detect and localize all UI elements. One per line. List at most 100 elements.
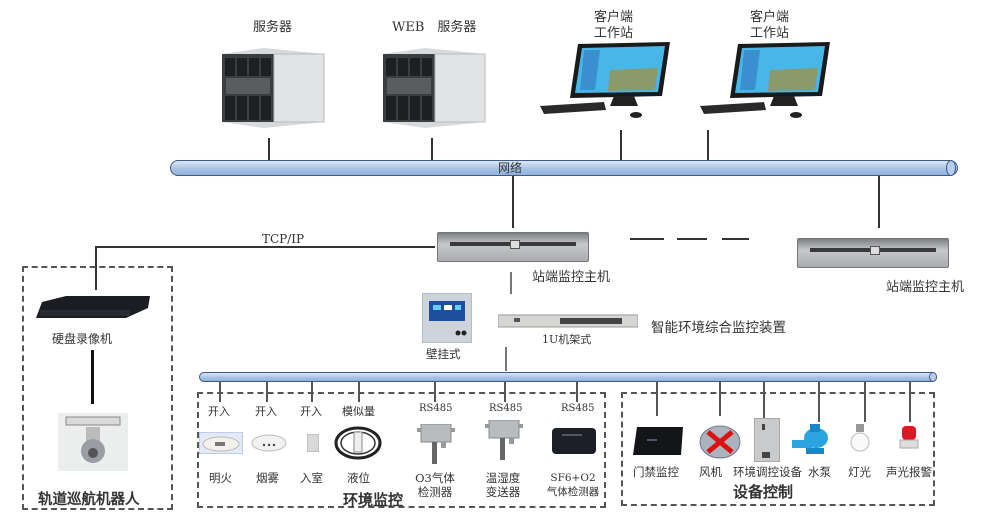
- label-line: 客户端: [594, 10, 634, 25]
- env-group-title: 环境监控: [343, 491, 404, 509]
- env-item-label: 烟雾: [256, 471, 279, 485]
- nvr-icon: [36, 296, 150, 318]
- connector-line: [763, 382, 765, 418]
- network-bus: [170, 160, 958, 176]
- control-item-label: 环境调控设备: [733, 465, 802, 479]
- signal-label: 模似量: [342, 405, 375, 418]
- signal-label: 开入: [255, 405, 277, 418]
- label-line: O3气体: [415, 471, 455, 485]
- workstation-icon: [540, 42, 670, 118]
- dashed-link-segment: [630, 238, 664, 240]
- label-line: 工作站: [750, 26, 790, 41]
- label-line: SF6+O2: [550, 472, 596, 484]
- control-item-label: 风机: [699, 465, 722, 479]
- water-level-sensor-icon: [334, 426, 382, 460]
- hvac-cabinet-icon: [754, 418, 780, 462]
- signal-label: RS485: [561, 403, 595, 414]
- env-item-label: 入室: [300, 471, 323, 485]
- flame-detector-icon: [199, 432, 243, 454]
- connector-line: [719, 382, 721, 416]
- connector-line: [266, 382, 268, 402]
- device-control-box: [621, 392, 935, 506]
- client-workstation-label-1: 客户端 工作站: [594, 10, 633, 42]
- fan-icon: [699, 425, 741, 459]
- label-line: 变送器: [485, 485, 521, 499]
- monitor-device-title: 智能环境综合监控装置: [651, 320, 786, 336]
- signal-label: RS485: [419, 403, 453, 414]
- rail-robot-icon: [58, 413, 128, 471]
- tcp-ip-label: TCP/IP: [262, 232, 305, 246]
- light-bulb-icon: [850, 424, 870, 452]
- dashed-link-segment: [722, 238, 749, 240]
- label-line: 工作站: [594, 26, 634, 41]
- env-item-label: 液位: [347, 471, 370, 485]
- gas-detector-icon: [417, 424, 455, 464]
- label-line: 客户端: [750, 10, 790, 25]
- rack-mount-unit-icon: [498, 314, 638, 328]
- connector-line: [656, 382, 658, 416]
- wall-mount-label: 壁挂式: [426, 347, 461, 361]
- station-host-label-2: 站端监控主机: [886, 280, 965, 295]
- connector-line: [504, 382, 506, 402]
- label-line: 气体检测器: [546, 486, 600, 498]
- env-item-label: SF6+O2 气体检测器: [540, 471, 606, 499]
- tcp-ip-link: [95, 246, 435, 248]
- workstation-icon: [700, 42, 830, 118]
- field-bus-end: [929, 372, 937, 382]
- connector-line: [434, 382, 436, 402]
- connector-line: [620, 130, 622, 162]
- label-line: 检测器: [417, 485, 453, 499]
- robot-group-title: 轨道巡航机器人: [38, 491, 140, 508]
- network-label: 网络: [498, 161, 523, 175]
- station-host-label: 站端监控主机: [532, 270, 611, 285]
- connector-line: [311, 382, 313, 402]
- server-icon: [222, 48, 325, 128]
- connector-line: [431, 138, 433, 162]
- dashed-link-segment: [677, 238, 707, 240]
- connector-line: [95, 246, 97, 290]
- connector-line: [268, 138, 270, 162]
- server-label: 服务器: [253, 20, 293, 35]
- env-item-label: 温湿度 变送器: [480, 471, 526, 499]
- network-bus-end: [946, 160, 956, 176]
- station-host-server-icon: [437, 232, 589, 262]
- client-workstation-label-2: 客户端 工作站: [750, 10, 789, 42]
- signal-label: 开入: [300, 405, 322, 418]
- connector-line: [219, 382, 221, 402]
- connector-line: [864, 382, 866, 422]
- signal-label: 开入: [208, 405, 230, 418]
- env-item-label: O3气体 检测器: [412, 471, 458, 499]
- alarm-light-icon: [899, 426, 919, 449]
- device-control-title: 设备控制: [733, 483, 794, 501]
- humidity-transmitter-icon: [485, 420, 523, 460]
- connector-line: [576, 382, 578, 402]
- connector-line: [878, 176, 880, 228]
- intrusion-sensor-icon: [307, 434, 319, 452]
- access-control-icon: [633, 427, 683, 455]
- connector-line: [91, 350, 94, 404]
- connector-line: [909, 382, 911, 422]
- signal-label: RS485: [489, 403, 523, 414]
- connector-line: [510, 272, 512, 294]
- control-item-label: 灯光: [848, 465, 871, 479]
- field-bus: [199, 372, 937, 382]
- station-host-server-icon: [797, 238, 949, 268]
- env-monitoring-box: [197, 392, 606, 508]
- water-pump-icon: [792, 424, 828, 454]
- nvr-label: 硬盘录像机: [52, 332, 113, 346]
- connector-line: [707, 130, 709, 162]
- control-item-label: 水泵: [808, 465, 831, 479]
- connector-line: [818, 382, 820, 422]
- rack-mount-label: 1U机架式: [542, 333, 592, 346]
- control-item-label: 声光报警: [886, 465, 932, 479]
- control-item-label: 门禁监控: [633, 465, 679, 479]
- env-item-label: 明火: [209, 471, 232, 485]
- sf6-detector-icon: [552, 428, 596, 454]
- connector-line: [358, 382, 360, 402]
- label-line: 温湿度: [485, 471, 521, 485]
- robot-group-box: [22, 266, 173, 510]
- web-server-icon: [383, 48, 486, 128]
- web-server-label: WEB 服务器: [392, 20, 477, 35]
- connector-line: [512, 176, 514, 228]
- wall-mount-panel-icon: [422, 293, 472, 343]
